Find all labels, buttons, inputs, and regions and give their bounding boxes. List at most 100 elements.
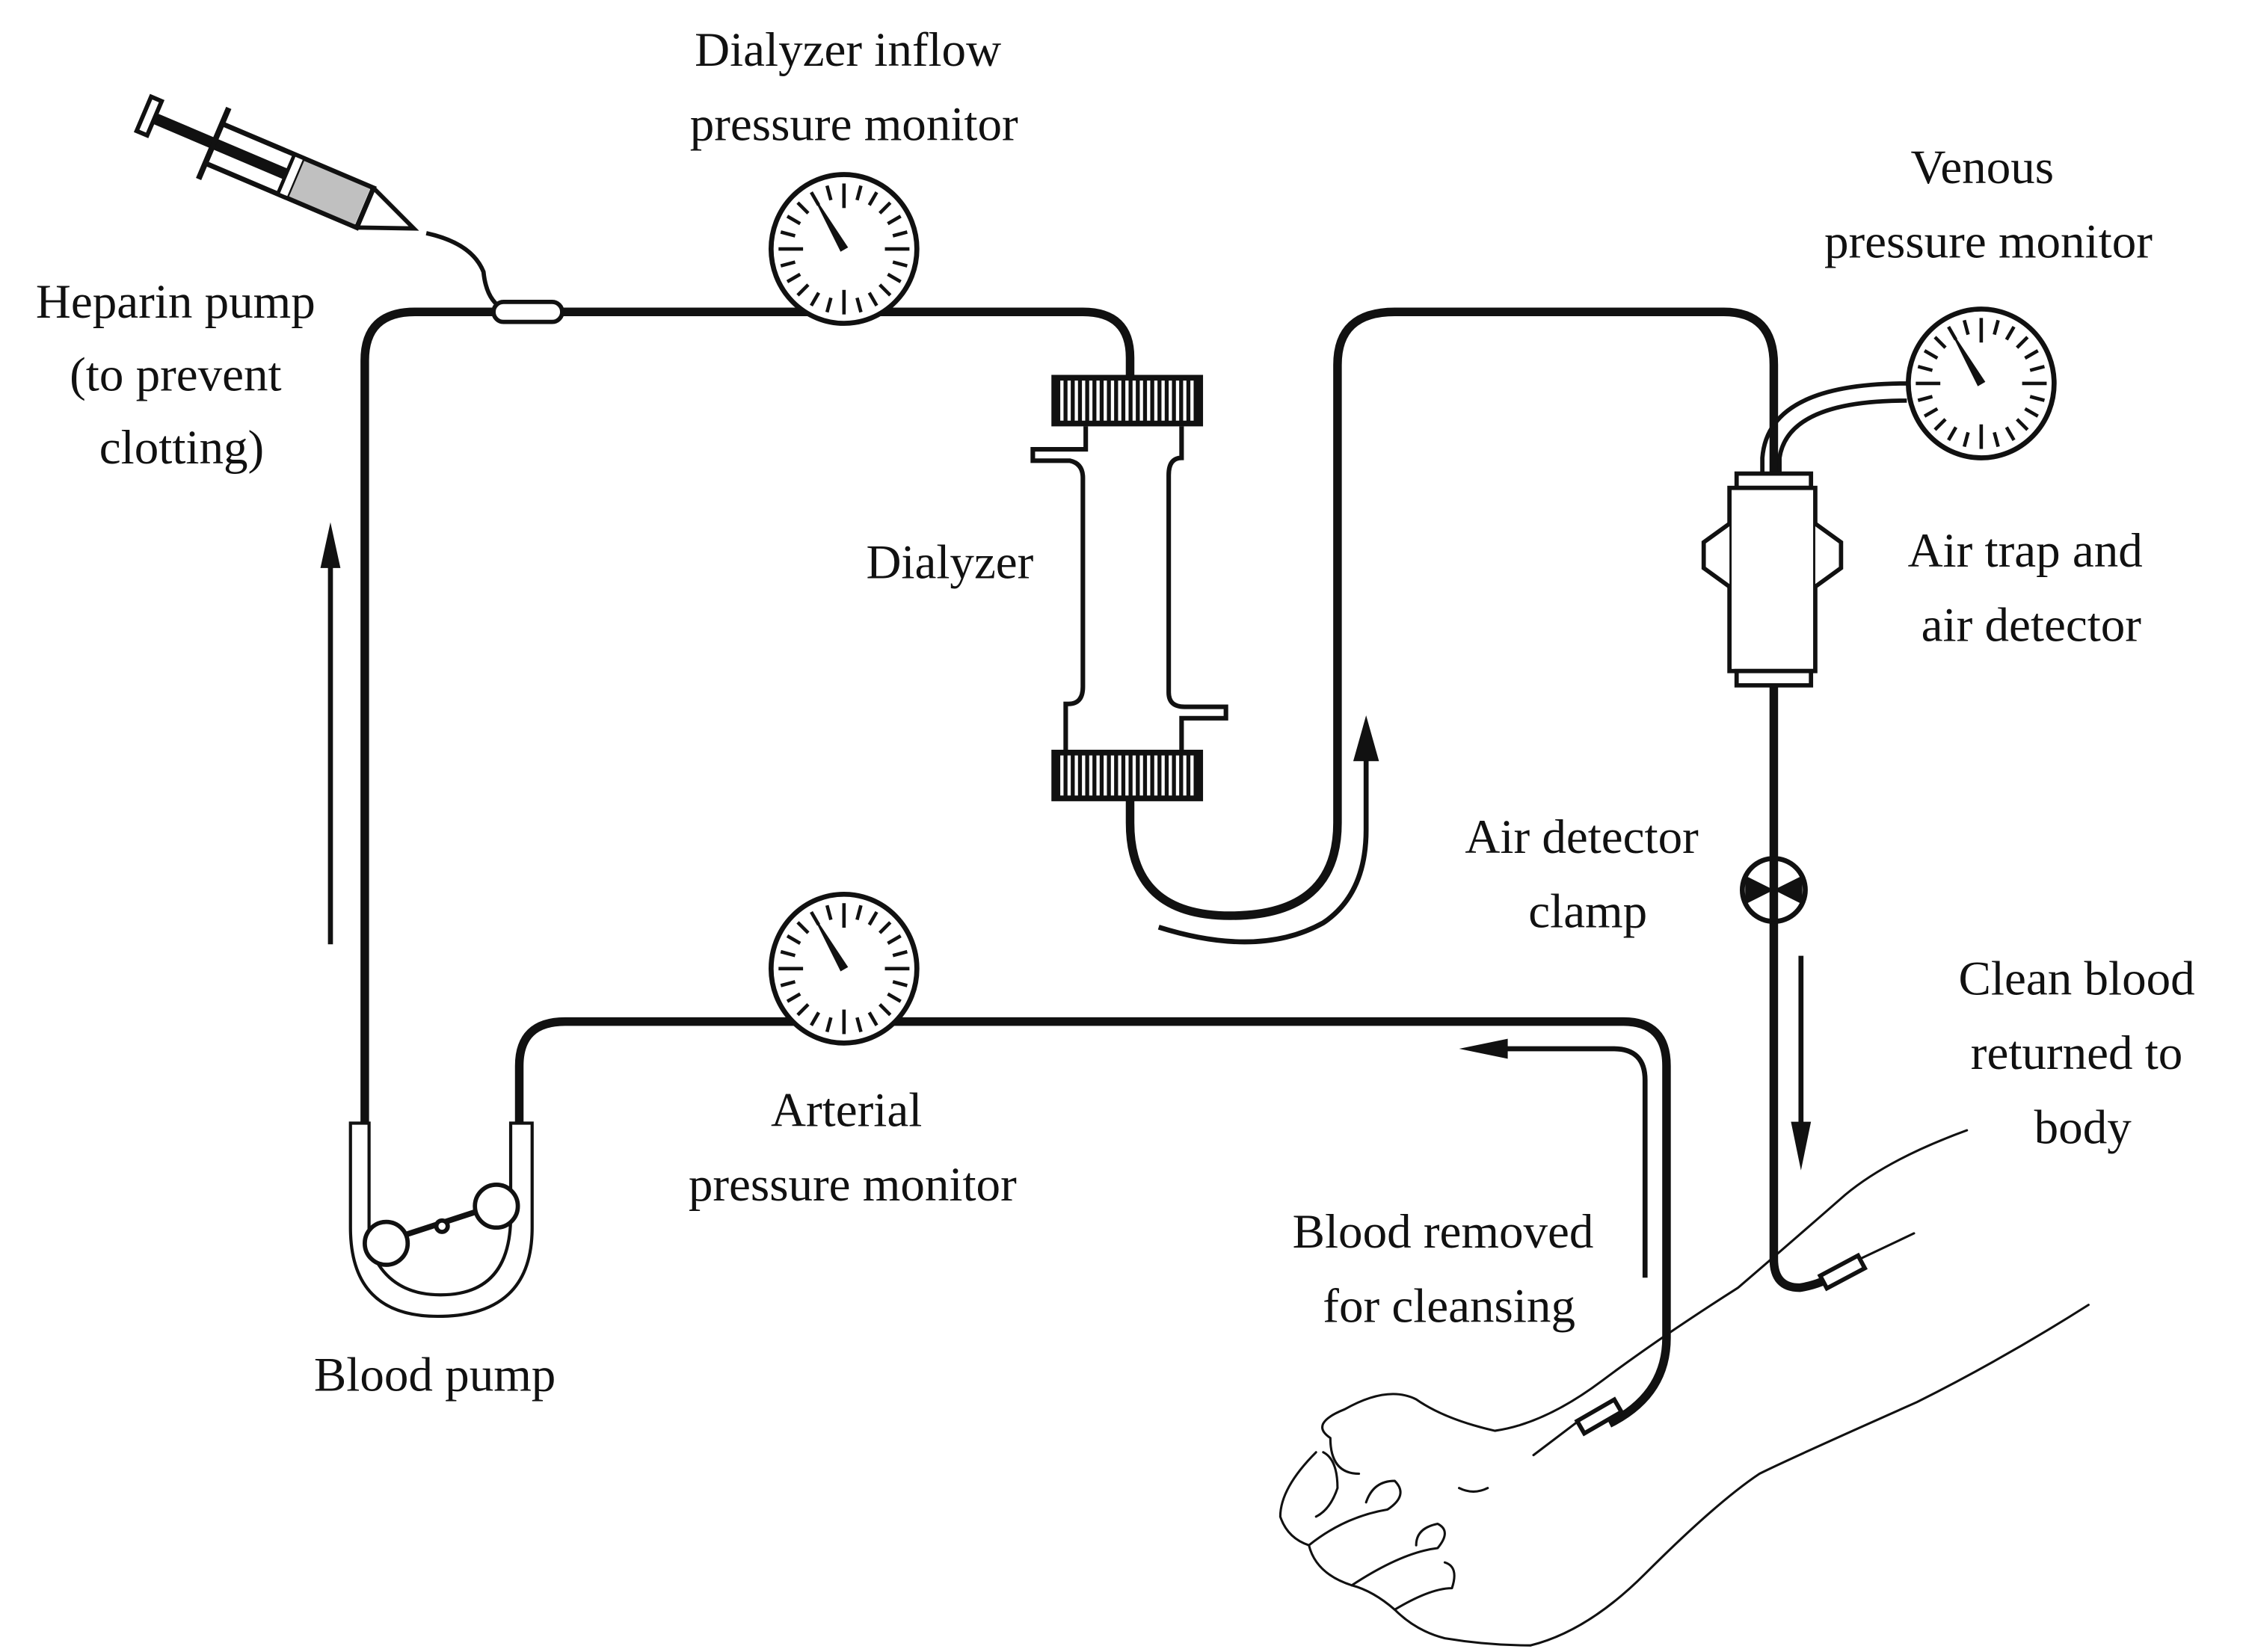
cap-rib [1125,380,1129,421]
arterial-gauge [768,891,920,1046]
arrow-up-icon [1157,715,1379,945]
gauge-tick [1993,431,2000,448]
gauge-tick [825,1017,833,1033]
tube-venous-return [1769,678,1841,1292]
tube-dialyzer-to-venous [1125,307,1779,920]
cap-rib [1169,380,1172,421]
dialyzer-cartridge-icon [1030,375,1228,801]
pump-roller [473,1182,520,1230]
gauge-tick [887,215,902,226]
cap-rib [1147,380,1151,421]
gauge-needle [814,198,849,252]
cap-rib [1139,755,1143,796]
cap-rib [1089,755,1093,796]
venous-gauge-tube-inner [1777,398,1907,480]
syringe-plunger-rod [152,113,289,180]
gauge-tick [786,992,801,1003]
gauge-tick [780,980,796,987]
pressure-gauge-icon [768,891,920,1046]
cap-rib [1147,755,1151,796]
gauge-tick [1962,431,1970,448]
gauge-needle [1951,333,1986,386]
gauge-tick [780,260,796,268]
gauge-tick [780,230,796,238]
gauge-tick [1917,365,1933,372]
gauge-tick [867,292,879,307]
cap-rib [1074,380,1078,421]
cap-rib [1132,380,1136,421]
gauge-tick [825,297,833,313]
gauge-tick [887,934,902,945]
gauge-tick [1947,426,1958,441]
gauge-tick [2016,418,2029,431]
cap-rib [1175,755,1180,796]
gauge-tick [825,185,833,201]
roller-pump-icon [348,1121,534,1319]
cap-rib [1067,755,1071,796]
cap-rib [1060,380,1064,421]
gauge-tick [2004,426,2016,441]
cap-rib [1190,380,1194,421]
cap-rib [1110,755,1115,796]
arrow-left-icon [1459,1038,1648,1278]
gauge-tick [867,910,879,926]
gauge-tick [879,921,892,934]
gauge-tick [2016,336,2029,349]
label-venous-monitor: Venous pressure monitor [1824,141,2153,269]
gauge-tick [786,215,801,226]
gauge-tick [879,283,892,297]
gauge-tick [1993,319,2000,336]
gauge-tick [2004,325,2016,341]
gauge-tick [2024,349,2039,360]
cap-rib [1161,755,1165,796]
gauge-tick [2029,365,2046,372]
tubing [360,307,1841,1428]
cap-rib [1183,380,1187,421]
label-blood-removed: Blood removed for cleansing [1293,1205,1606,1334]
label-dialyzer-inflow-monitor: Dialyzer inflow pressure monitor [690,23,1018,152]
gauge-tick [1923,349,1939,360]
cap-rib [1082,380,1086,421]
gauge-tick [786,272,801,283]
cap-rib [1104,380,1107,421]
gauge-tick [879,1003,892,1017]
gauge-tick [786,934,801,945]
gauge-tick [796,283,810,297]
label-dialyzer: Dialyzer [866,535,1033,589]
pressure-gauge-icon [1906,306,2057,460]
cap-rib [1096,380,1100,421]
gauge-tick [1923,407,1939,418]
cap-rib [1132,755,1136,796]
tube-pump-to-dialyzer [360,307,1135,1124]
cap-rib [1089,380,1093,421]
syringe-heparin-fill [289,161,370,225]
gauge-tick [855,904,863,921]
gauge-tick [892,980,908,987]
cap-rib [1154,755,1158,796]
syringe-plunger-cap [133,93,165,138]
gauge-tick [1962,319,1970,336]
gauge-tick [867,191,879,206]
label-blood-pump: Blood pump [314,1348,556,1402]
cap-rib [1118,380,1122,421]
cap-rib [1096,755,1100,796]
labels: Heparin pump (to prevent clotting) Dialy… [36,23,2207,1402]
tube-arterial-line [514,1017,1671,1428]
pump-housing [348,1121,534,1319]
label-clean-blood: Clean blood returned to body [1959,952,2207,1154]
cap-rib [1060,755,1064,796]
pressure-gauge-icon [768,172,920,326]
gauge-tick [796,1003,810,1017]
syringe-icon [133,93,419,231]
gauge-needle [814,918,849,972]
gauge-tick [796,201,810,215]
gauge-tick [825,904,833,921]
flow-arrows [320,522,1812,1278]
gauge-tick [2024,407,2039,418]
gauge-tick [855,1017,863,1033]
cap-rib [1118,755,1122,796]
gauge-tick [867,1011,879,1026]
pump-roller [363,1219,410,1267]
